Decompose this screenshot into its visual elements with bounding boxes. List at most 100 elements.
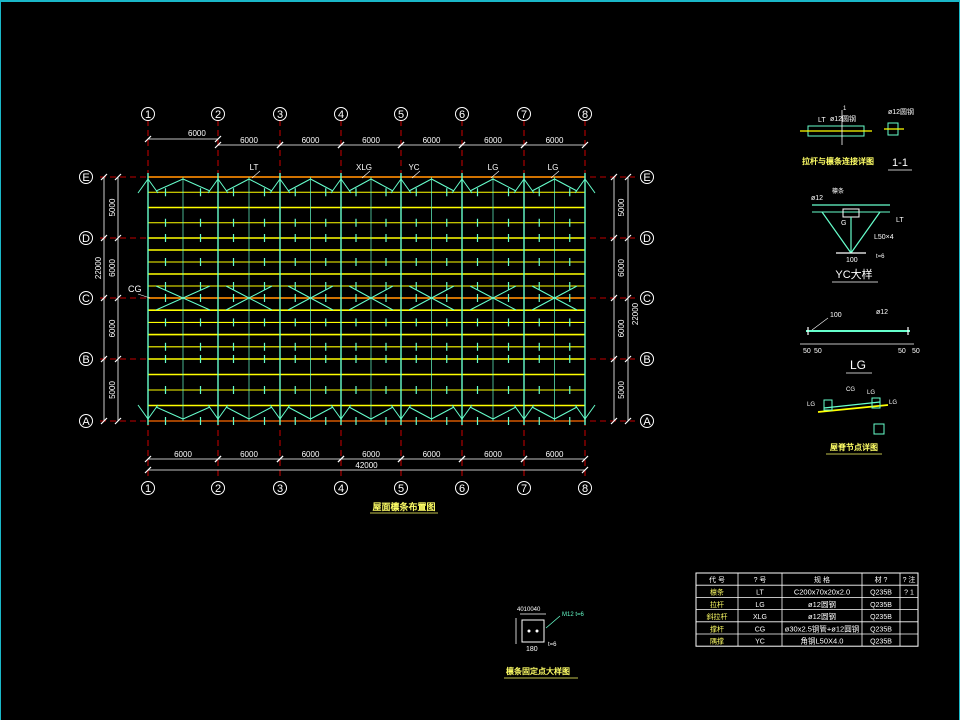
diagonal-brace [225,285,250,299]
axis-bubble-bottom-3-label: 3 [277,483,283,495]
knee-brace [137,178,149,194]
axis-bubble-top-6-label: 6 [459,109,465,121]
lg-leader [811,317,829,331]
diagonal-brace [248,178,273,192]
axis-bubble-bottom-3-circle [273,481,287,495]
anchor-hole [535,629,539,633]
diagonal-brace [348,297,372,311]
table-cell-4-0: 隅撑 [710,637,724,646]
axis-bubble-top-8-circle [578,107,592,121]
yc-brace-left [821,211,852,254]
dimension-tick [114,173,122,181]
yc-label-purlin: 檩条 [832,187,844,195]
dimension-tick [610,294,618,302]
knee-brace [523,178,535,194]
table-cell-4-1: YC [755,639,765,646]
ridge-caption: 屋脊节点详图 [830,442,878,452]
dimension-tick [610,173,618,181]
dim-top-5: 6000 [484,136,502,145]
dimension-tick [276,141,284,149]
dimension-tick [114,355,122,363]
axis-bubble-bottom-6-label: 6 [459,483,465,495]
dim-right-0: 5000 [617,198,626,216]
knee-brace [279,178,291,194]
knee-brace [584,178,596,194]
axis-bubble-top-4-circle [334,107,348,121]
knee-brace [207,404,219,420]
dim-bottom-6: 6000 [546,450,564,459]
knee-brace [390,178,402,194]
knee-brace [451,178,463,194]
yc-brace-right [850,211,881,254]
dimension-tick [276,455,284,463]
axis-bubble-left-A-label: A [82,416,90,428]
knee-brace [574,178,586,194]
ridge-label-lg-3: LG [889,400,897,406]
ridge-purlin-left [823,399,833,411]
lg-dim-50-d: 50 [912,348,920,355]
diagonal-brace [431,178,455,192]
dim-left-2: 6000 [108,319,117,337]
dim-left-3: 5000 [108,381,117,399]
anchor-bolt-note: M12 t=6 [562,612,585,618]
knee-brace [147,404,159,420]
dim-total-width-right: 22000 [631,302,640,325]
table-cell-0-2: C200x70x20x2.0 [794,588,850,597]
diagonal-brace [554,285,578,299]
diagonal-brace [182,406,211,420]
diagonal-brace [531,297,555,311]
knee-brace [330,178,342,194]
table-header-1: ? 号 [754,576,767,584]
diagonal-brace [155,406,184,420]
diagonal-brace [225,297,250,311]
detail1-label-1: 1 [843,106,847,112]
diagonal-brace [492,406,517,420]
dim-bottom-5: 6000 [484,450,502,459]
diagonal-brace [370,178,394,192]
axis-bubble-top-1-label: 1 [145,109,151,121]
dimension-tick [100,173,108,181]
dimension-tick [144,466,152,474]
dimension-tick [624,355,632,363]
dimension-tick [214,455,222,463]
knee-brace [400,178,412,194]
dim-bottom-3: 6000 [362,450,380,459]
axis-bubble-left-A-circle [79,414,93,428]
dim-top-2: 6000 [302,136,320,145]
dimension-tick [100,355,108,363]
lg-label-rod: ø12 [876,309,888,316]
diagonal-brace [287,178,311,192]
table-header-0: 代 号 [709,575,725,584]
axis-bubble-bottom-4-label: 4 [338,483,344,495]
lg-dim-50-c: 50 [898,348,906,355]
dim-total-length: 42000 [355,461,378,470]
axis-bubble-left-B-circle [79,352,93,366]
axis-bubble-top-7-circle [517,107,531,121]
table-cell-4-3: Q235B [870,639,892,646]
axis-bubble-right-E-label: E [643,172,650,184]
dim-bottom-4: 6000 [423,450,441,459]
dim-top-3: 6000 [362,136,380,145]
table-cell-3-2: ø30x2.5钢管+ø12圆钢 [785,623,859,633]
lg-caption: LG [850,358,866,372]
diagonal-brace [248,285,273,299]
diagonal-brace [408,285,432,299]
knee-brace [147,178,159,194]
lg-label-100: 100 [830,312,842,319]
dimension-tick [624,417,632,425]
diagonal-brace [310,406,334,420]
knee-brace [137,404,149,420]
dim-right-3: 5000 [617,381,626,399]
knee-brace [340,178,352,194]
knee-brace [217,404,229,420]
yc-label-100: 100 [846,257,858,264]
dim-bottom-2: 6000 [302,450,320,459]
knee-brace [330,404,342,420]
axis-bubble-left-D-label: D [82,233,90,245]
diagonal-brace [408,178,432,192]
axis-bubble-bottom-5-label: 5 [398,483,404,495]
member-leader [251,170,261,179]
table-cell-2-1: XLG [753,614,767,621]
axis-bubble-right-B-label: B [643,354,650,366]
diagonal-brace [431,297,455,311]
